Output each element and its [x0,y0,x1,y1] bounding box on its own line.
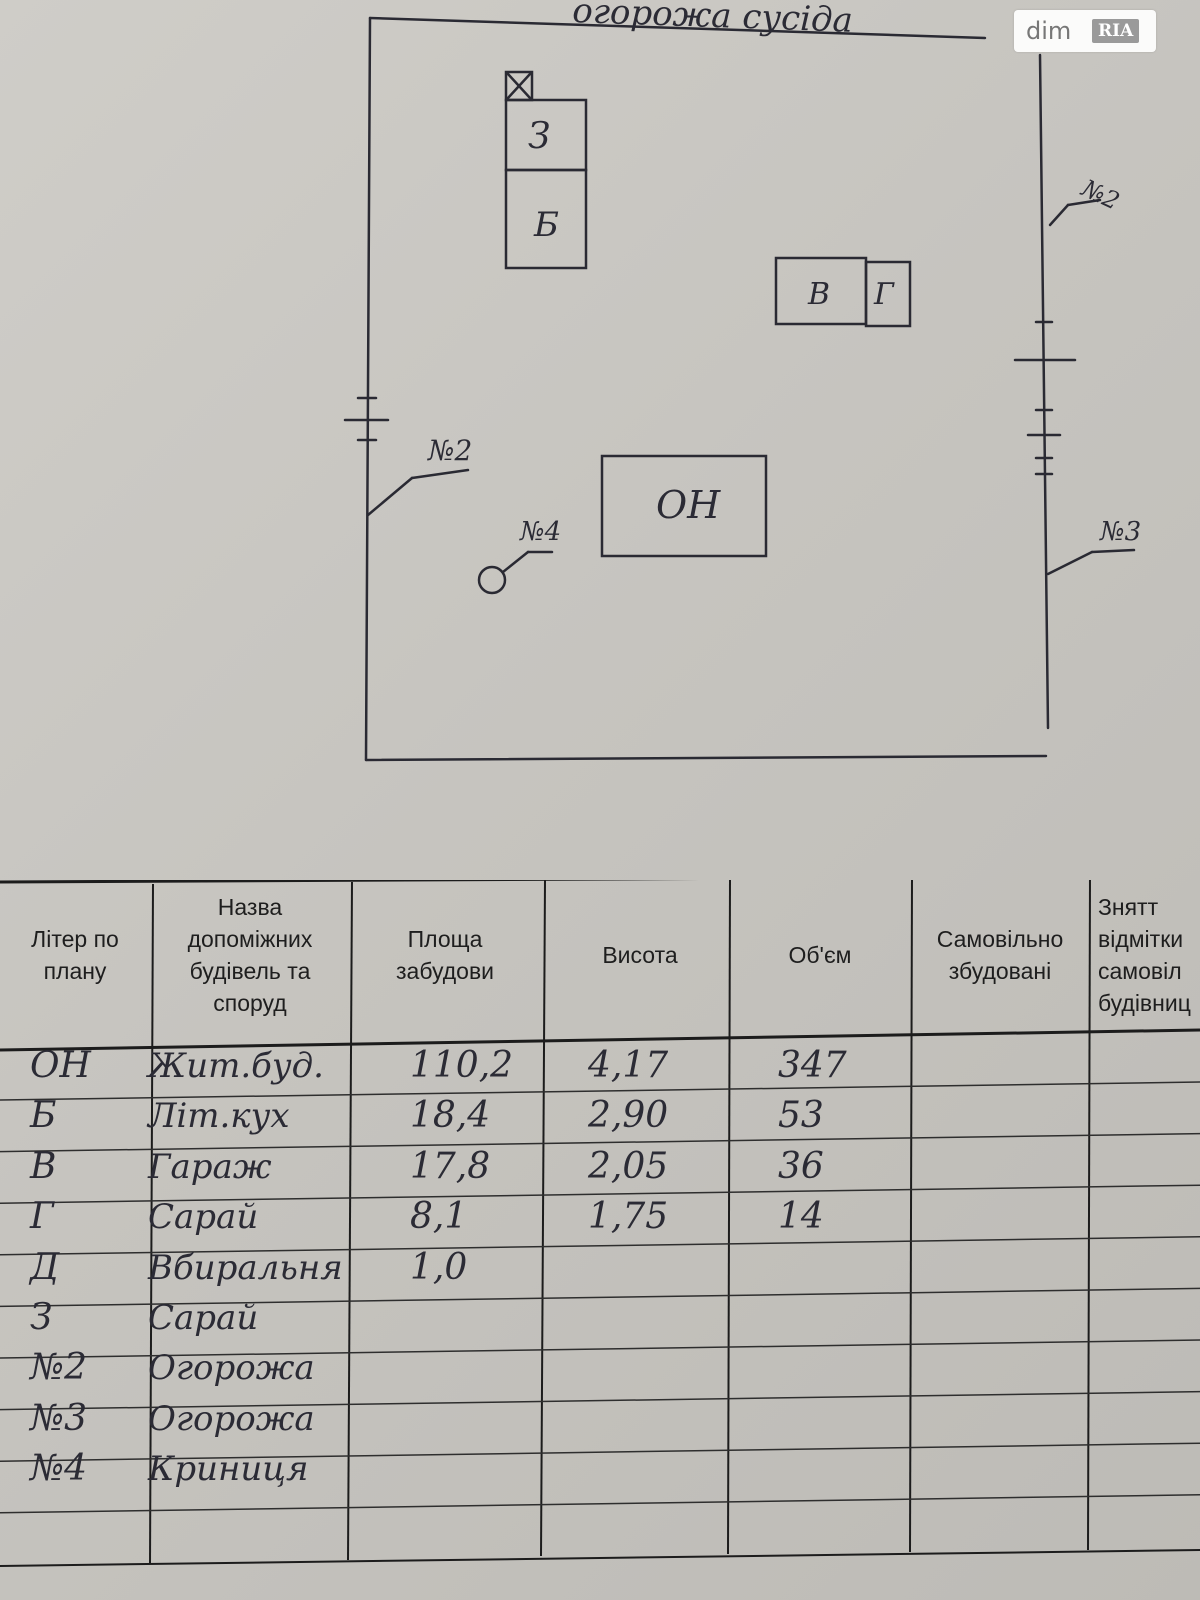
watermark-dim-text: dim [1026,17,1072,45]
boundary-left [364,16,372,762]
row-liter: №2 [30,1347,87,1389]
building-b-label: Б [533,205,559,245]
header-volume: Об'єм [788,942,852,968]
house-label: ОН [656,483,721,527]
row-divider [0,1390,1200,1411]
house-outline [600,454,768,558]
header-area: Площа забудови [395,926,495,984]
row-name: Огорожа [148,1398,315,1439]
well-leader [501,550,530,574]
building-v-label: В [807,277,830,312]
row-divider [0,1081,1200,1101]
header-self-built: Самовільно збудовані [936,926,1064,984]
row-liter: Д [30,1246,60,1288]
row-area: 8,1 [410,1196,468,1238]
buildings-table-grid [0,880,1200,1567]
row-divider [0,1442,1200,1462]
leader-n3 [1090,548,1136,554]
dim-ria-watermark: dim RIA [1014,10,1156,52]
header-liter: Літер по плану [31,926,119,984]
table-top-border [0,880,701,884]
row-volume: 53 [778,1095,824,1137]
row-height: 2,05 [588,1145,669,1187]
row-height: 1,75 [588,1196,669,1238]
well-circle [477,565,507,595]
row-volume: 14 [778,1196,824,1238]
column-line [149,883,154,1565]
leader-n2-left [410,468,470,480]
marker-n2-left: №2 [427,434,472,467]
building-b-outline [504,168,588,270]
row-name: Вбиральня [148,1247,343,1288]
marker-n2-right: №2 [1077,174,1124,216]
row-area: 110,2 [410,1045,514,1086]
building-g-outline [864,260,912,328]
row-liter: Б [30,1095,57,1137]
header-removed: Знятт відмітки самовіл будівниц [1098,894,1191,1016]
leader-n2-left [366,476,414,517]
building-g-label: Г [873,277,895,312]
row-height: 2,90 [588,1095,669,1137]
row-divider [0,1494,1200,1514]
neighbor-fence-label: огорожа сусіда [572,0,854,41]
leader-n3 [1046,550,1094,576]
column-line [1087,880,1091,1551]
row-divider [0,1184,1200,1204]
outhouse-cross [506,72,532,100]
leader-n2-right [1048,203,1070,227]
row-area: 1,0 [410,1246,468,1288]
row-name: Огорожа [148,1348,315,1389]
row-liter: №4 [30,1448,87,1490]
building-z-label: З [528,116,550,157]
row-area: 17,8 [410,1145,491,1187]
header-name: Назва допоміжних будівель та споруд [187,894,313,1016]
row-name: Сарай [148,1197,259,1238]
row-liter: В [30,1145,57,1187]
row-name: Криниця [148,1449,309,1490]
row-liter: ОН [30,1045,91,1086]
boundary-top [368,16,987,40]
row-divider [0,1132,1200,1153]
row-divider [0,1287,1200,1308]
leader-n2-right [1066,198,1102,207]
column-line [347,881,353,1561]
column-line [540,880,546,1557]
row-liter: З [30,1297,53,1338]
row-divider [0,1236,1200,1256]
row-name: Сарай [148,1298,259,1338]
row-divider [0,1339,1200,1359]
row-name: Гараж [148,1146,272,1187]
row-name: Жит.буд. [148,1046,324,1086]
row-area: 18,4 [410,1095,491,1137]
boundary-right [1038,53,1050,730]
row-height: 4,17 [588,1045,669,1086]
marker-n4: №4 [519,517,561,547]
table-header-border [0,1028,1200,1052]
row-volume: 36 [778,1145,824,1187]
watermark-ria-logo: RIA [1092,19,1140,43]
row-liter: Г [30,1196,54,1238]
row-liter: №3 [30,1397,87,1439]
site-plan: огорожа сусіда З Б В Г ОН №2 №2 №3 №4 [343,0,1141,762]
boundary-bottom [364,754,1048,762]
header-height: Висота [602,942,678,968]
row-volume: 347 [778,1045,847,1086]
row-name: Літ.кух [148,1096,290,1137]
marker-n3: №3 [1099,517,1141,547]
column-line [909,880,913,1553]
table-bottom-border [0,1549,1200,1567]
column-line [727,880,731,1555]
